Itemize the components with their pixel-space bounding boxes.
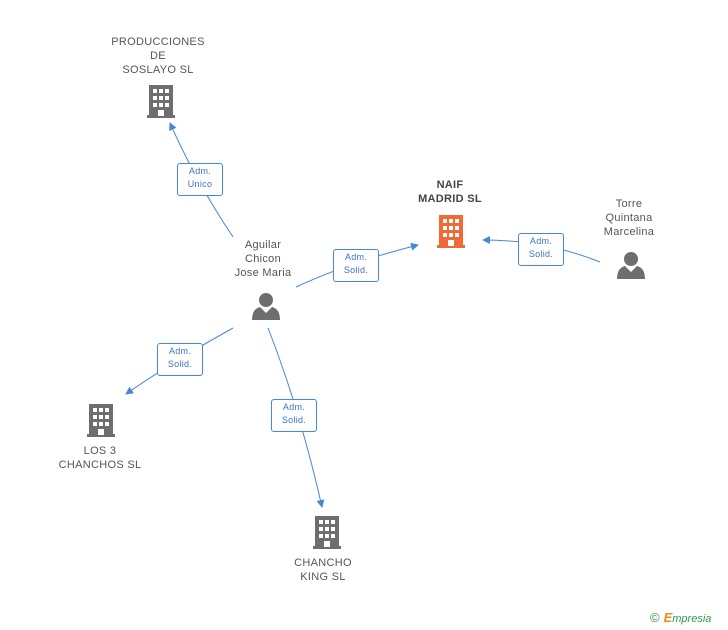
brand-footer: ©Empresia <box>650 610 711 625</box>
building-icon[interactable] <box>313 516 341 549</box>
building-icon[interactable] <box>87 404 115 437</box>
node-label-los3[interactable]: LOS 3 CHANCHOS SL <box>58 445 142 471</box>
edge-label-adm-unico: Adm. Unico <box>177 163 223 196</box>
node-label-naif[interactable]: NAIF MADRID SL <box>418 179 482 205</box>
edge-label-adm-solid: Adm. Solid. <box>333 249 379 282</box>
edge-label-adm-solid: Adm. Solid. <box>518 233 564 266</box>
node-label-torre[interactable]: Torre Quintana Marcelina <box>603 198 655 238</box>
building-icon[interactable] <box>147 85 175 118</box>
brand-logo-initial: E <box>663 610 673 625</box>
edge-label-adm-solid: Adm. Solid. <box>157 343 203 376</box>
person-icon[interactable] <box>252 293 280 320</box>
brand-logo-text: mpresia <box>672 613 712 625</box>
edge-label-adm-solid: Adm. Solid. <box>271 399 317 432</box>
person-icon[interactable] <box>617 252 645 279</box>
node-label-aguilar[interactable]: Aguilar Chicon Jose Maria <box>234 239 292 279</box>
node-label-chancho[interactable]: CHANCHO KING SL <box>294 557 352 583</box>
building-icon[interactable] <box>437 215 465 248</box>
copyright-symbol: © <box>650 610 660 625</box>
node-label-producciones[interactable]: PRODUCCIONES DE SOSLAYO SL <box>111 36 205 76</box>
